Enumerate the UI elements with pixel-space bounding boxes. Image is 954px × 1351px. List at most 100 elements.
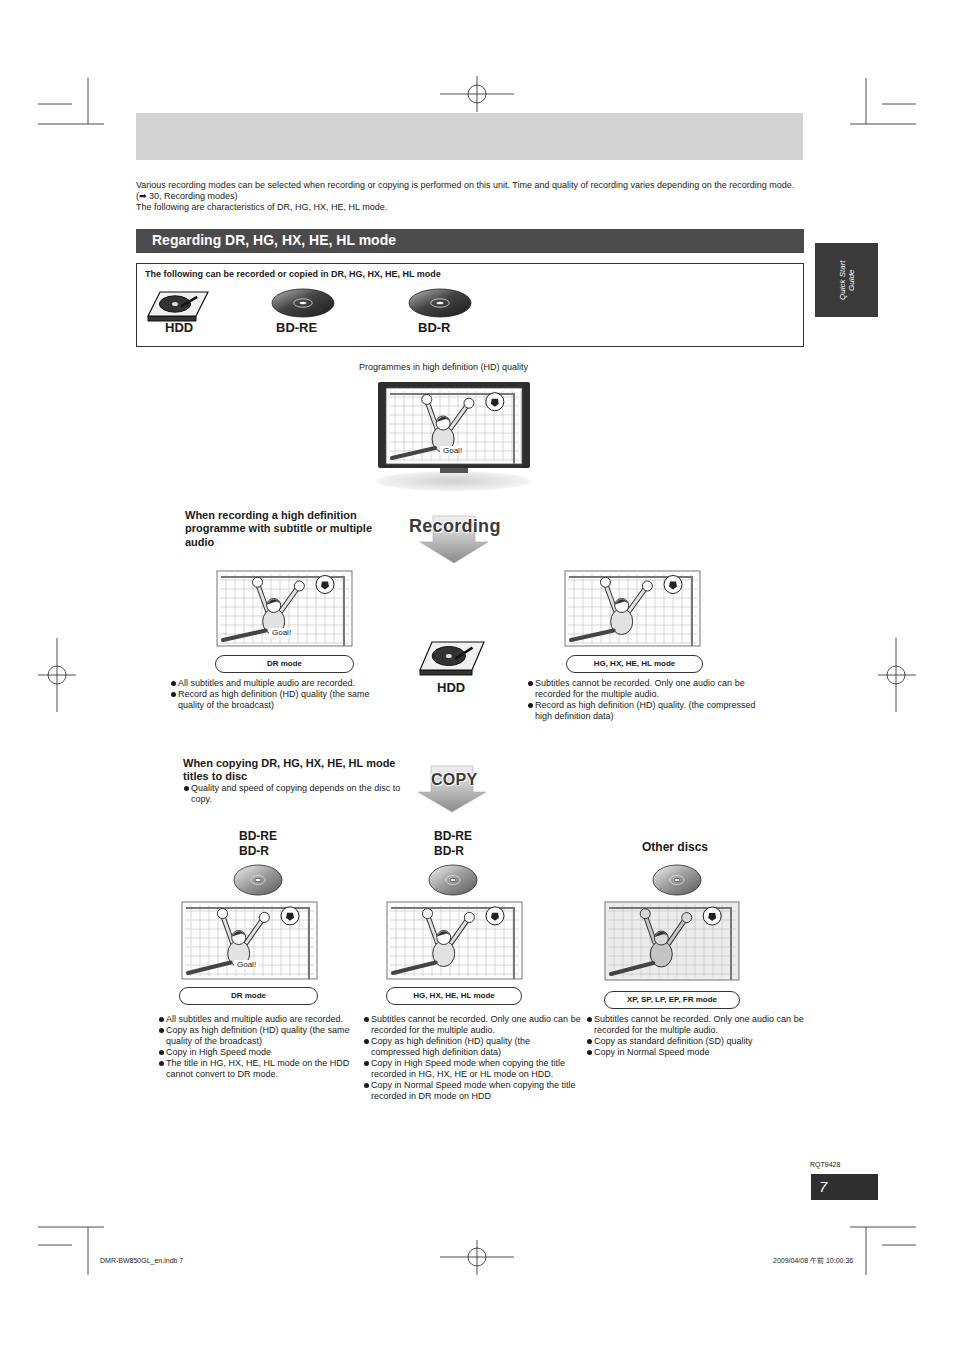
- net-line: [568, 643, 697, 644]
- step-heading: When recording a high definition program…: [185, 509, 372, 548]
- keeper-arm: [668, 919, 685, 944]
- media-label: HDD: [165, 321, 193, 335]
- net-line: [396, 905, 397, 976]
- goalkeeper-picture: [565, 571, 700, 646]
- crop-line: [882, 104, 916, 105]
- goalkeeper-picture: [182, 902, 317, 979]
- caption-text: Programmes in high definition (HD) quali…: [359, 362, 528, 373]
- keeper-arm: [246, 919, 263, 944]
- net-line: [185, 929, 314, 930]
- flow-label: Recording: [409, 516, 501, 536]
- net-line: [632, 905, 633, 977]
- bullet-item: Copy as high definition (HD) quality (th…: [158, 1025, 356, 1047]
- keeper-arm: [645, 915, 655, 944]
- mode-pill: XP, SP, LP, EP, FR mode: [604, 991, 740, 1009]
- bullet-list: Copy as high definition (HD) quality (th…: [371, 1036, 530, 1057]
- bullet-dot: [171, 681, 176, 686]
- crop-line: [477, 76, 478, 112]
- keeper-arm: [223, 915, 233, 943]
- media-label: BD-RE: [239, 829, 277, 843]
- disc-icon: [409, 289, 471, 317]
- timestamp: 2009/04/08 午前 10:00:36: [773, 1257, 853, 1264]
- net-line: [200, 905, 201, 976]
- bullet-list: Subtitles cannot be recorded. Only one a…: [594, 1014, 804, 1035]
- net-line: [395, 391, 396, 461]
- keeper-glove: [464, 398, 474, 408]
- keeper-glove: [464, 912, 474, 922]
- document-code: RQT9428: [810, 1161, 840, 1170]
- bullet-dot: [364, 1083, 369, 1088]
- keeper-glove: [640, 909, 650, 919]
- net-line: [220, 616, 349, 617]
- net-line: [512, 391, 513, 461]
- media-box: The following can be recorded or copied …: [136, 263, 804, 347]
- keeper-arm: [450, 405, 467, 429]
- net-line: [307, 574, 308, 643]
- football-patch: [286, 913, 294, 921]
- bullet-list: Subtitles cannot be recorded. Only one a…: [371, 1014, 581, 1035]
- label-text: When recording a high definition program…: [185, 509, 400, 549]
- hdd-spindle: [446, 654, 452, 658]
- mode-pill: HG, HX, HE, HL mode: [386, 987, 522, 1005]
- bullet-dot: [159, 1050, 164, 1055]
- net-line: [389, 460, 519, 461]
- bullet-list: Copy in High Speed mode when copying the…: [371, 1058, 565, 1079]
- net-line: [226, 574, 227, 643]
- keeper-arm: [645, 915, 655, 944]
- flow-arrow: [418, 766, 486, 812]
- picture-caption: Goal!: [440, 446, 465, 456]
- hdd-spindle: [172, 302, 178, 306]
- bullet-dot: [364, 1061, 369, 1066]
- bullet-list: Copy as high definition (HD) quality (th…: [166, 1025, 350, 1046]
- crop-line: [866, 1227, 867, 1275]
- keeper-head: [654, 931, 668, 945]
- label-text: DMR-BW850GL_en.indb 7: [100, 1257, 183, 1266]
- disc-icon: [234, 865, 282, 895]
- node-text: HG, HX, HE, HL mode: [413, 991, 495, 1001]
- goal-post: [609, 908, 731, 980]
- bullet-dot: [364, 1017, 369, 1022]
- picture-caption: Goal!: [440, 446, 465, 455]
- disc-hole: [674, 878, 680, 882]
- bullet-dot: [528, 681, 533, 686]
- tv-bezel: [378, 382, 530, 468]
- disc-hole: [450, 878, 456, 882]
- keeper-hair: [654, 932, 668, 937]
- goalkeeper-picture: [387, 902, 522, 979]
- disc-body: [429, 865, 477, 895]
- bullet-list: Subtitles cannot be recorded. Only one a…: [586, 1014, 808, 1058]
- disc-body: [272, 289, 334, 317]
- goal-post: [391, 908, 514, 979]
- crop-line: [896, 638, 897, 712]
- bullet-item: The title in HG, HX, HE, HL mode on the …: [158, 1058, 356, 1080]
- goal-post: [221, 577, 344, 646]
- bullet-dot: [184, 786, 189, 791]
- keeper-arm: [281, 588, 298, 612]
- bullet-item: Quality and speed of copying depends on …: [183, 783, 415, 805]
- crop-line: [882, 1245, 916, 1246]
- media-label: Other discs: [642, 840, 708, 854]
- bullet-list: The title in HG, HX, HE, HL mode on the …: [166, 1058, 349, 1079]
- picture-frame: [217, 571, 352, 646]
- keeper-hair: [232, 931, 246, 936]
- flow-label: COPY: [431, 771, 478, 788]
- tv-shadow: [376, 471, 530, 491]
- label-text: Various recording modes can be selected …: [136, 180, 804, 202]
- keeper-hair: [437, 931, 451, 936]
- net-line: [414, 905, 415, 976]
- mode-pill: DR mode: [215, 655, 354, 673]
- net-line: [389, 415, 519, 416]
- bullet-dot: [159, 1061, 164, 1066]
- flow-label: Recording: [409, 516, 501, 538]
- label-text: BD-RE: [434, 829, 472, 844]
- keeper-leg: [223, 631, 266, 641]
- crop-line: [850, 1227, 916, 1228]
- crop-line: [88, 78, 89, 124]
- hdd-arm: [455, 648, 472, 659]
- disc-hole: [255, 878, 261, 882]
- football: [703, 907, 721, 925]
- keeper-glove: [218, 909, 228, 919]
- node-text: 7: [819, 1178, 827, 1195]
- keeper-arm: [606, 584, 616, 612]
- label-text: Goal!: [440, 446, 465, 456]
